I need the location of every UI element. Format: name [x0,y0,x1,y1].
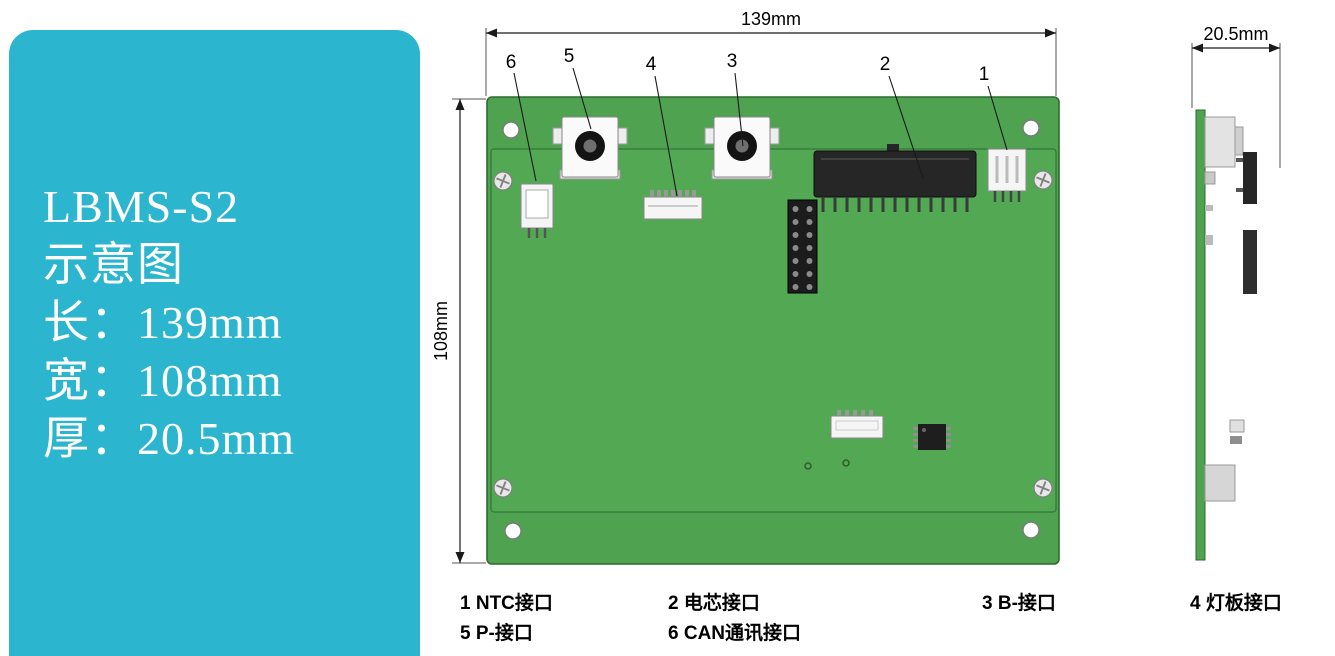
arrowhead-left-icon [486,28,497,38]
mounting-holes [502,119,1040,540]
cell-connector [813,144,977,212]
side-board [1195,109,1206,561]
callout-2: 2 [880,54,891,75]
dim-height-label: 108mm [431,301,451,361]
pin-header [787,199,818,294]
legend-item-1: 1 NTC接口 [460,592,553,614]
callout-3: 3 [727,51,738,72]
arrowhead-right-icon [1045,28,1056,38]
pcb-inner-board [490,148,1057,513]
spec-thickness: 厚：20.5mm [43,413,296,464]
p-terminal [552,116,628,180]
arrowhead-left-icon [1192,43,1203,53]
cell-connector-pins [821,197,969,212]
can-connector-pins [527,228,547,238]
spec-width: 宽：108mm [43,355,283,406]
lightboard-connector-pins [650,190,696,197]
callout-4: 4 [646,54,657,75]
small-connector-pins [837,410,873,417]
info-panel: LBMS-S2 示意图 长：139mm 宽：108mm 厚：20.5mm [9,30,420,656]
legend: 1 NTC接口 2 电芯接口 3 B-接口 4 灯板接口 5 P-接口 6 CA… [460,591,1282,644]
dimension-thickness: 20.5mm [1191,24,1281,168]
dimension-width: 139mm [485,9,1057,96]
legend-item-4: 4 灯板接口 [1190,591,1282,614]
callout-6: 6 [506,52,517,73]
pin-header-pins [792,206,813,290]
test-points [804,459,850,470]
dim-thickness-label: 20.5mm [1203,24,1268,44]
callout-1: 1 [979,64,990,85]
b-terminal [704,116,780,180]
spec-length: 长：139mm [43,297,283,348]
arrowhead-right-icon [1269,43,1280,53]
ic-chip [913,424,951,450]
dimension-height: 108mm [431,98,486,564]
callouts: 6 5 4 3 2 1 [506,46,1008,197]
dim-width-label: 139mm [741,9,801,29]
can-connector [520,183,554,238]
pcb-top-view [486,96,1060,565]
arrowhead-up-icon [455,99,465,110]
pcb-side-view: 20.5mm [1191,24,1281,561]
product-title: LBMS-S2 [43,181,240,232]
callout-5: 5 [564,46,575,67]
corner-screws [493,170,1053,498]
legend-item-2: 2 电芯接口 [668,591,760,614]
panel-subtitle: 示意图 [43,239,184,290]
legend-item-6: 6 CAN通讯接口 [668,622,801,644]
legend-item-3: 3 B-接口 [982,592,1056,614]
lightboard-connector [643,190,703,220]
ntc-connector-pins [993,191,1021,202]
legend-item-5: 5 P-接口 [460,622,533,644]
ic-chip-pins [913,427,951,448]
small-connector [830,410,884,439]
side-components [1204,116,1257,502]
arrowhead-down-icon [455,552,465,563]
